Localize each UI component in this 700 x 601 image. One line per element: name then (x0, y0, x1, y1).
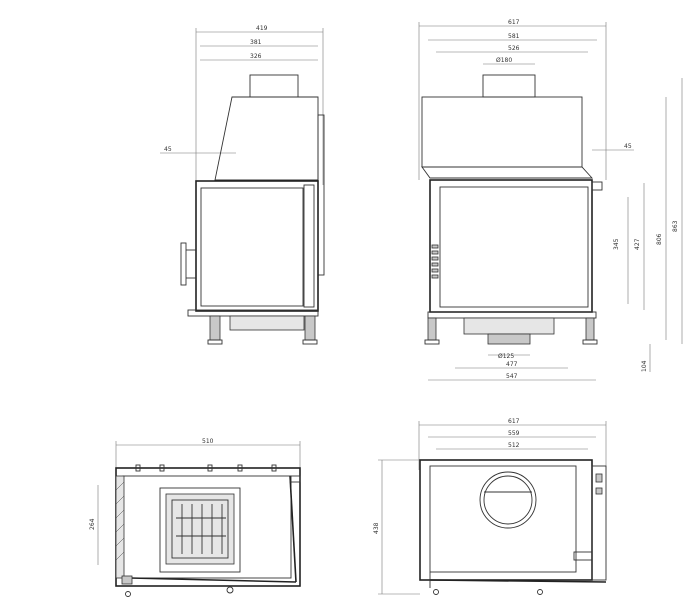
front-dim-base-inner: 477 (506, 361, 518, 368)
front-dim-width-mid: 581 (508, 33, 520, 40)
front-dim-intake-diameter: Ø125 (498, 353, 514, 360)
side-view: 419 381 326 45 (160, 25, 325, 345)
side-dim-width-inner: 326 (250, 53, 262, 60)
front-dim-width-total: 617 (508, 19, 520, 26)
section-dim-depth: 264 (89, 518, 96, 530)
top-dim-width-total: 617 (508, 418, 520, 425)
front-dim-total-height: 863 (672, 220, 679, 232)
front-dim-foot-height: 104 (641, 360, 648, 372)
front-dim-door-height: 427 (634, 238, 641, 250)
top-dim-width-mid: 559 (508, 430, 520, 437)
front-dim-offset: 45 (624, 143, 632, 150)
front-dim-width-inner: 526 (508, 45, 520, 52)
top-view: 617 559 512 438 (373, 418, 607, 595)
front-dim-flue-diameter: Ø180 (496, 57, 512, 64)
top-dim-depth: 438 (373, 522, 380, 534)
front-dim-base-outer: 547 (506, 373, 518, 380)
top-section-view: 510 264 (89, 438, 301, 597)
side-dim-offset: 45 (164, 146, 172, 153)
side-dim-width-total: 419 (256, 25, 268, 32)
grate (165, 493, 235, 565)
front-view: 617 581 526 Ø180 45 345 427 (418, 19, 683, 381)
wall-hatch (115, 481, 125, 561)
section-dim-width: 510 (202, 438, 214, 445)
front-dim-glass-height: 345 (613, 238, 620, 250)
top-dim-width-inner: 512 (508, 442, 520, 449)
front-dim-mid-height: 806 (656, 233, 663, 245)
side-dim-width-mid: 381 (250, 39, 262, 46)
control-buttons (431, 244, 439, 279)
